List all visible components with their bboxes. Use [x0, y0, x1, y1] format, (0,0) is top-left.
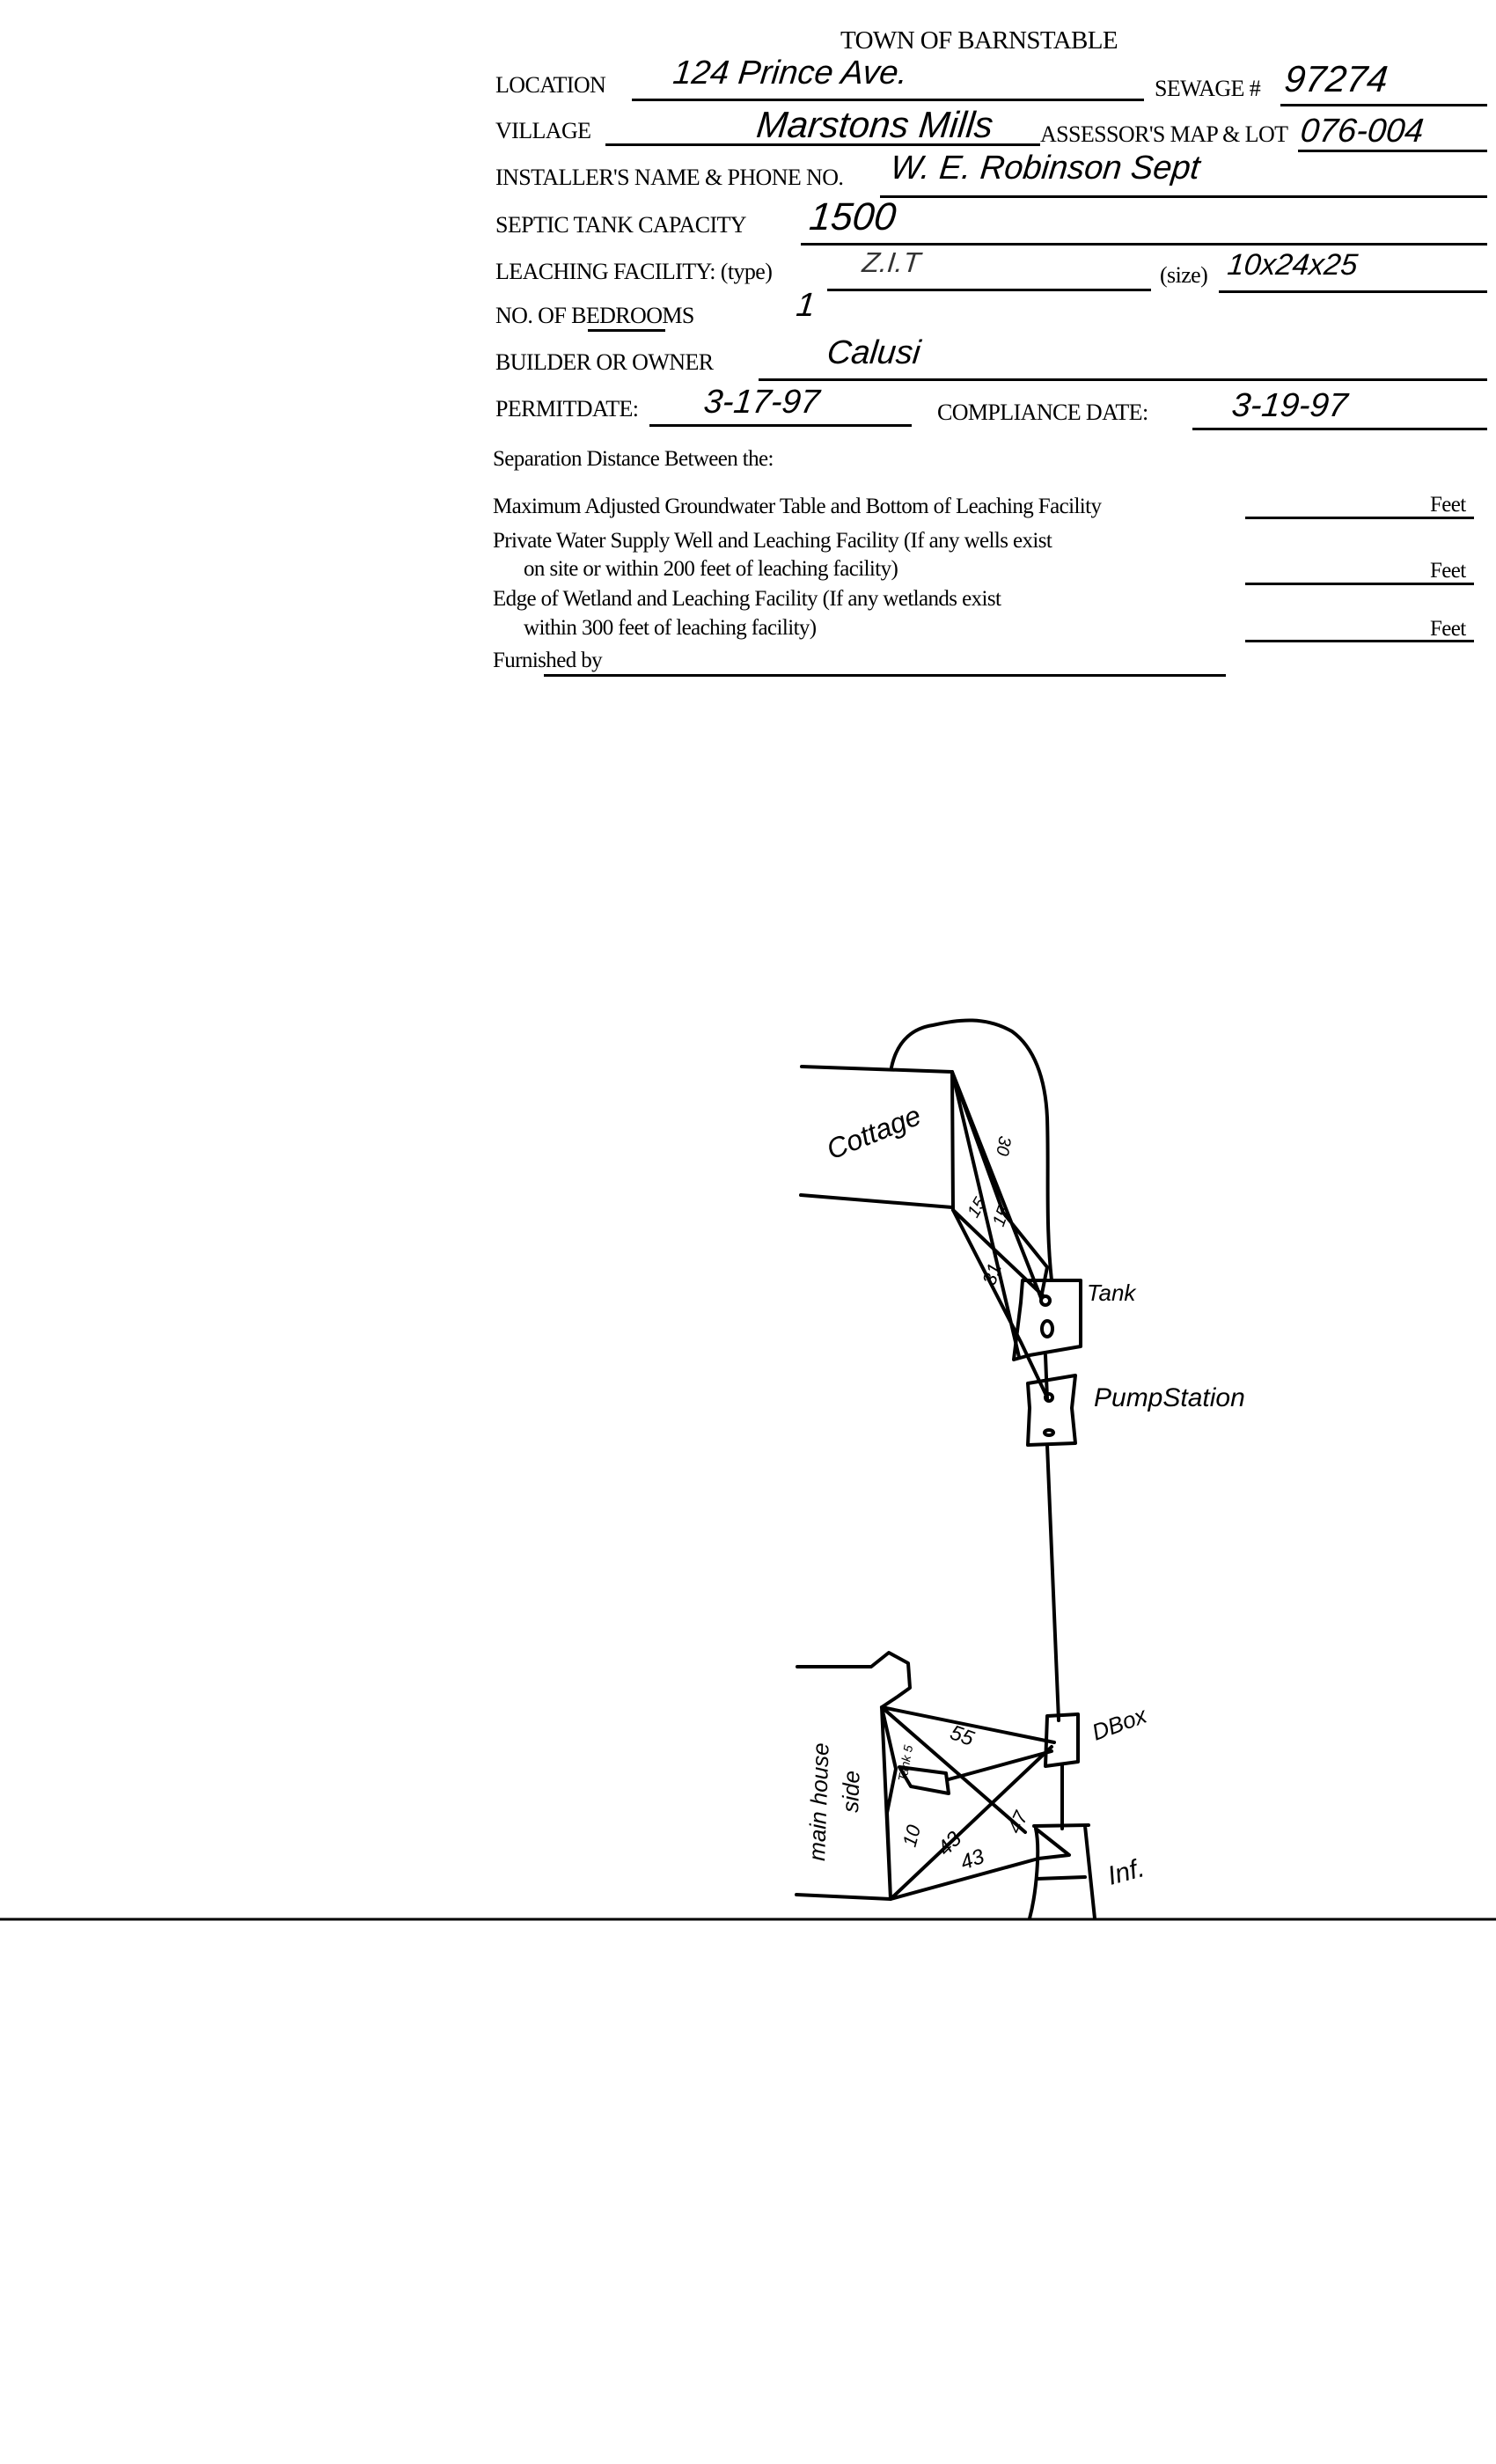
leaching-type-label: LEACHING FACILITY: (type)	[495, 259, 773, 284]
bedrooms-label: NO. OF BEDROOMS	[495, 303, 694, 328]
distance-label: 30	[992, 1134, 1015, 1157]
village-line	[605, 143, 1040, 146]
size-label: (size)	[1160, 262, 1208, 288]
distance-label: 47	[1003, 1808, 1032, 1837]
separation-heading: Separation Distance Between the:	[493, 447, 774, 471]
compliance-date-line	[1192, 428, 1487, 430]
distance-label: 15	[989, 1203, 1015, 1228]
distance-label: 43	[957, 1844, 988, 1875]
bedrooms-line	[588, 329, 665, 332]
sewage-label: SEWAGE #	[1155, 76, 1261, 101]
wetland-feet-field[interactable]	[1245, 640, 1474, 642]
installer-label: INSTALLER'S NAME & PHONE NO.	[495, 165, 844, 190]
well-feet-unit: Feet	[1430, 559, 1466, 583]
tank-label: Tank	[1087, 1280, 1137, 1306]
force-main-pipe	[1045, 1443, 1064, 1830]
pump-outlet	[1043, 1428, 1055, 1437]
wetland-feet-unit: Feet	[1430, 617, 1466, 641]
tank-box	[1012, 1279, 1082, 1361]
size-line	[1219, 290, 1487, 293]
main-house-outline	[795, 1651, 912, 1901]
sewage-line	[1280, 104, 1487, 106]
map-lot-label: ASSESSOR'S MAP & LOT	[1040, 121, 1288, 147]
separation-row-well: Private Water Supply Well and Leaching F…	[493, 529, 1052, 553]
infiltrator-box	[1028, 1823, 1096, 1920]
dbox-label: DBox	[1089, 1701, 1151, 1745]
owner-line	[759, 378, 1487, 381]
furnished-by-field[interactable]	[544, 674, 1226, 677]
side-label: side	[837, 1770, 865, 1813]
tank-outlet	[1040, 1319, 1054, 1338]
groundwater-feet-unit: Feet	[1430, 493, 1466, 517]
pump-station-label: PumpStation	[1094, 1383, 1245, 1412]
tank-inlet	[1039, 1294, 1052, 1307]
separation-row-wetland-cont: within 300 feet of leaching facility)	[524, 616, 817, 640]
infiltrator-label: Inf.	[1104, 1853, 1148, 1891]
distance-label: 10	[898, 1822, 926, 1849]
tank-capacity-line	[801, 243, 1487, 246]
location-line	[632, 99, 1144, 101]
distance-label: Tank 5	[895, 1744, 915, 1783]
separation-row-well-cont: on site or within 200 feet of leaching f…	[524, 557, 898, 581]
furnished-by-label: Furnished by	[493, 649, 603, 672]
tie-lines	[880, 1705, 1056, 1901]
pump-station-box	[1026, 1374, 1077, 1447]
form-title: TOWN OF BARNSTABLE	[840, 26, 1118, 55]
tank-capacity-label: SEPTIC TANK CAPACITY	[495, 212, 747, 238]
compliance-date-label: COMPLIANCE DATE:	[937, 400, 1148, 425]
owner-label: BUILDER OR OWNER	[495, 349, 714, 375]
village-label: VILLAGE	[495, 118, 591, 143]
separation-row-groundwater: Maximum Adjusted Groundwater Table and B…	[493, 495, 1102, 518]
separation-row-wetland: Edge of Wetland and Leaching Facility (I…	[493, 587, 1001, 611]
installer-line	[880, 195, 1487, 198]
pipe-lines	[950, 1070, 1049, 1401]
dbox-box	[1044, 1712, 1080, 1768]
pump-inlet	[1044, 1392, 1054, 1403]
driveway-outline	[890, 1018, 1053, 1282]
groundwater-feet-field[interactable]	[1245, 517, 1474, 519]
location-label: LOCATION	[495, 72, 606, 98]
leaching-type-line	[827, 289, 1151, 291]
permit-date-label: PERMITDATE:	[495, 396, 639, 422]
main-house-label: main house	[803, 1742, 834, 1861]
map-lot-line	[1298, 150, 1487, 152]
cottage-label: Cottage	[822, 1099, 925, 1165]
well-feet-field[interactable]	[1245, 583, 1474, 585]
permit-date-line	[649, 424, 912, 427]
